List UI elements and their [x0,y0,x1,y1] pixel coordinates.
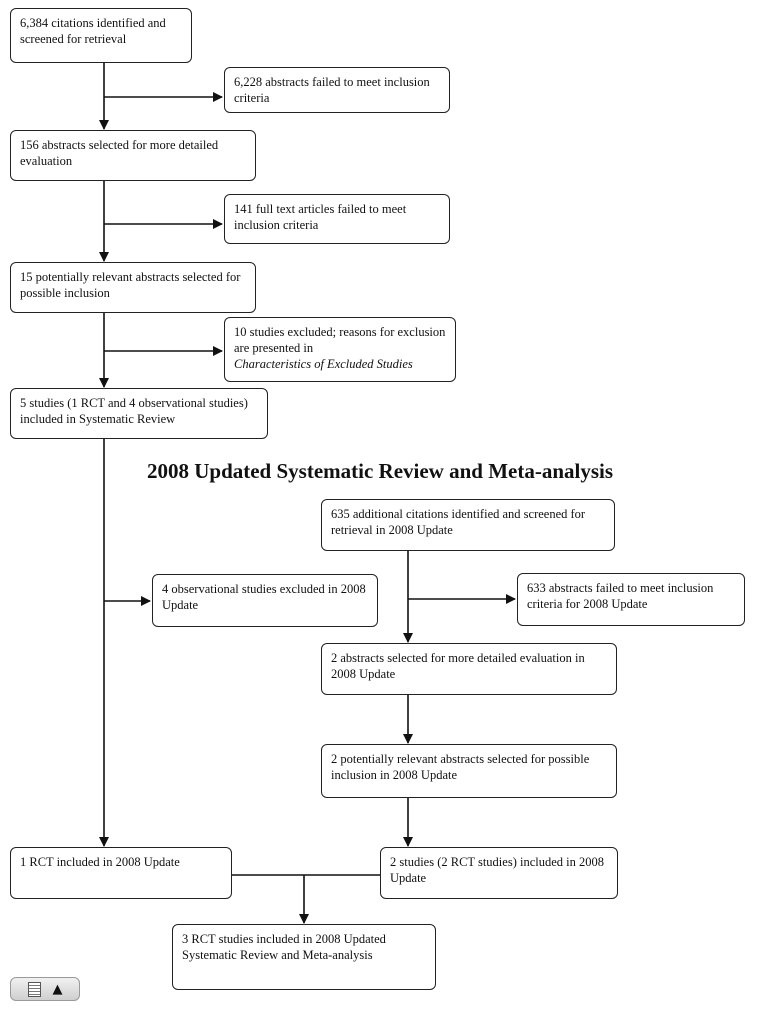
box-abstracts-failed: 6,228 abstracts failed to meet inclusion… [224,67,450,113]
box-update-abstracts-selected: 2 abstracts selected for more detailed e… [321,643,617,695]
box-citations-identified: 6,384 citations identified and screened … [10,8,192,63]
box-studies-included: 5 studies (1 RCT and 4 observational stu… [10,388,268,439]
up-arrow-icon[interactable]: ▲ [52,981,63,997]
section-title: 2008 Updated Systematic Review and Meta-… [146,459,614,483]
box-additional-citations: 635 additional citations identified and … [321,499,615,551]
box-full-text-failed: 141 full text articles failed to meet in… [224,194,450,244]
excluded-studies-reference: Characteristics of Excluded Studies [234,357,413,371]
box-final-rct-studies: 3 RCT studies included in 2008 Updated S… [172,924,436,990]
box-update-studies-included: 2 studies (2 RCT studies) included in 20… [380,847,618,899]
box-observational-excluded: 4 observational studies excluded in 2008… [152,574,378,627]
box-rct-included: 1 RCT included in 2008 Update [10,847,232,899]
box-update-potentially-relevant: 2 potentially relevant abstracts selecte… [321,744,617,798]
document-icon[interactable] [27,981,41,997]
box-studies-excluded: 10 studies excluded; reasons for exclusi… [224,317,456,382]
box-potentially-relevant: 15 potentially relevant abstracts select… [10,262,256,313]
page-navigation-widget[interactable]: ▲ [10,977,80,1001]
excluded-reason-text: 10 studies excluded; reasons for exclusi… [234,325,446,355]
box-abstracts-selected: 156 abstracts selected for more detailed… [10,130,256,181]
box-update-abstracts-failed: 633 abstracts failed to meet inclusion c… [517,573,745,626]
